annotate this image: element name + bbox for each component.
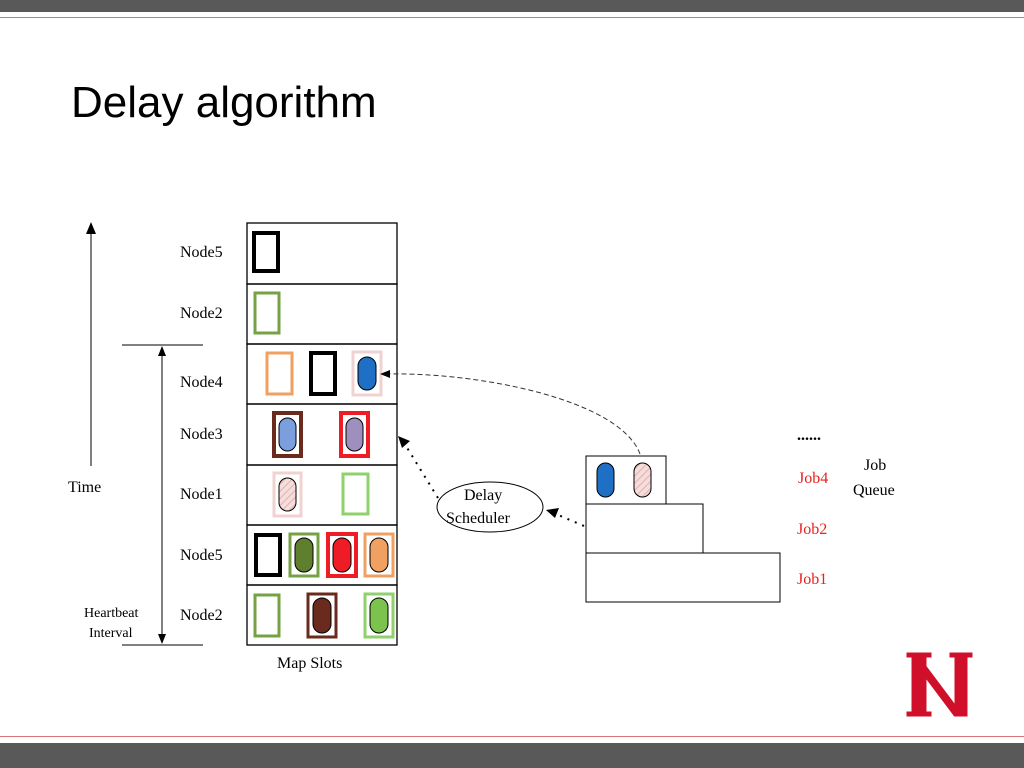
job4-task bbox=[633, 462, 652, 498]
slot bbox=[253, 593, 281, 638]
node-labels: Node5 Node2 Node4 Node3 Node1 Node5 Node… bbox=[180, 244, 223, 624]
time-label: Time bbox=[68, 479, 101, 496]
slot bbox=[351, 350, 383, 397]
slot-row bbox=[246, 464, 398, 526]
map-task bbox=[345, 417, 364, 452]
slot bbox=[309, 351, 337, 396]
node-label: Node5 bbox=[180, 244, 223, 261]
logo-n-icon bbox=[905, 651, 974, 718]
map-task bbox=[278, 477, 297, 512]
bottom-bar bbox=[0, 743, 1024, 768]
assignment-arrow bbox=[385, 373, 641, 455]
slot bbox=[265, 351, 294, 396]
queue-arrow bbox=[555, 513, 585, 527]
heartbeat-label-2: Interval bbox=[89, 626, 133, 641]
slot-row bbox=[246, 584, 398, 646]
node-label: Node2 bbox=[180, 607, 223, 624]
node-label: Node3 bbox=[180, 426, 223, 443]
node-label: Node1 bbox=[180, 486, 223, 503]
slot bbox=[272, 471, 303, 518]
scheduler-arrow-head bbox=[398, 436, 410, 448]
map-task bbox=[294, 537, 314, 573]
job-queue-label-2: Queue bbox=[853, 482, 895, 499]
map-task bbox=[312, 597, 332, 634]
time-axis bbox=[86, 222, 96, 466]
node-label: Node5 bbox=[180, 547, 223, 564]
slot bbox=[363, 532, 395, 578]
job-label: Job4 bbox=[798, 470, 828, 487]
map-slots-label: Map Slots bbox=[277, 655, 342, 672]
node-label: Node2 bbox=[180, 305, 223, 322]
scheduler-label-1: Delay bbox=[464, 487, 502, 504]
slot bbox=[272, 411, 303, 458]
university-logo bbox=[905, 651, 974, 718]
delay-scheduler-node bbox=[436, 481, 544, 533]
job-queue-label-1: Job bbox=[864, 457, 886, 474]
job4-task bbox=[596, 462, 615, 498]
slide-title: Delay algorithm bbox=[71, 78, 377, 127]
queue-arrow-head bbox=[546, 508, 559, 518]
queue-ellipsis: ...... bbox=[797, 427, 821, 444]
map-task bbox=[357, 356, 377, 391]
map-task bbox=[369, 537, 389, 573]
job-label: Job1 bbox=[797, 571, 827, 588]
top-accent-line bbox=[0, 17, 1024, 18]
node-label: Node4 bbox=[180, 374, 223, 391]
map-slots-grid bbox=[246, 222, 398, 646]
heartbeat-interval-bracket bbox=[122, 344, 203, 646]
scheduler-arrow bbox=[405, 445, 439, 499]
slot bbox=[288, 532, 320, 578]
heartbeat-label-1: Heartbeat bbox=[84, 606, 139, 621]
scheduler-label-2: Scheduler bbox=[446, 510, 511, 527]
slot bbox=[363, 592, 395, 639]
job1-box bbox=[585, 552, 781, 603]
map-task bbox=[332, 537, 352, 573]
assignment-arrow-head bbox=[380, 370, 390, 378]
map-task bbox=[278, 417, 297, 452]
slot bbox=[254, 533, 282, 577]
slot bbox=[306, 592, 338, 639]
slot bbox=[253, 291, 281, 335]
top-bar bbox=[0, 0, 1024, 12]
slot bbox=[341, 472, 370, 516]
map-task bbox=[369, 597, 389, 634]
slot-row bbox=[246, 403, 398, 466]
job-label: Job2 bbox=[797, 521, 827, 538]
slot bbox=[252, 231, 280, 273]
bottom-accent-line bbox=[0, 736, 1024, 737]
job2-box bbox=[585, 503, 704, 554]
slot bbox=[339, 411, 370, 458]
slot bbox=[326, 532, 358, 578]
